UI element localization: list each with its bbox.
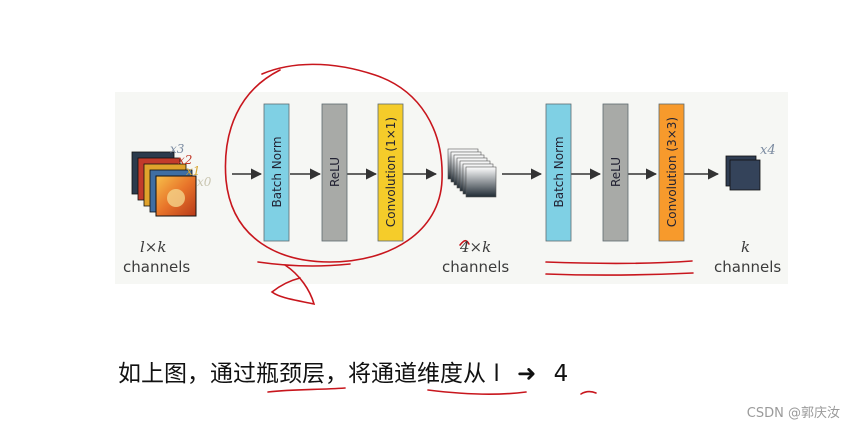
caption-arrow-icon: ➜ bbox=[517, 361, 537, 387]
output-feature-stack bbox=[725, 155, 761, 191]
layer-relu-1-label: ReLU bbox=[328, 157, 342, 187]
watermark: CSDN @郭庆汝 bbox=[746, 406, 840, 421]
layer-relu-2 bbox=[602, 103, 629, 242]
layer-conv-1x1-label: Convolution (1×1) bbox=[384, 117, 398, 227]
layer-batch-norm-2-label: Batch Norm bbox=[552, 136, 566, 207]
input-label-x0: x0 bbox=[197, 175, 212, 189]
middle-feature-stack bbox=[447, 148, 497, 198]
middle-size-label: 4×k bbox=[460, 238, 492, 256]
layer-relu-1 bbox=[321, 103, 348, 242]
caption-prefix: 如上图，通过瓶颈层，将通道维度从 bbox=[118, 361, 486, 387]
layer-batch-norm-1 bbox=[263, 103, 290, 242]
red-annotations bbox=[224, 63, 694, 395]
input-size-label: l×k bbox=[140, 238, 167, 256]
layer-batch-norm-1-label: Batch Norm bbox=[270, 136, 284, 207]
layer-batch-norm-2 bbox=[545, 103, 572, 242]
layer-conv-1x1 bbox=[377, 103, 404, 242]
middle-channels-label: channels bbox=[442, 258, 510, 276]
input-label-x1: x1 bbox=[186, 164, 200, 178]
layer-relu-2-label: ReLU bbox=[609, 157, 623, 187]
output-channels-label: channels bbox=[714, 258, 782, 276]
input-feature-stack bbox=[131, 151, 197, 217]
caption-text: 如上图，通过瓶颈层，将通道维度从 l ➜ 4 bbox=[118, 354, 568, 388]
output-size-label: k bbox=[741, 238, 751, 256]
caption-to: 4 bbox=[553, 361, 569, 387]
caption-from: l bbox=[493, 361, 500, 387]
input-label-x2: x2 bbox=[178, 153, 192, 167]
layer-conv-3x3 bbox=[658, 103, 685, 242]
input-label-x3: x3 bbox=[170, 142, 185, 156]
input-channels-label: channels bbox=[123, 258, 191, 276]
layer-conv-3x3-label: Convolution (3×3) bbox=[665, 117, 679, 227]
output-label-x4: x4 bbox=[760, 143, 776, 158]
